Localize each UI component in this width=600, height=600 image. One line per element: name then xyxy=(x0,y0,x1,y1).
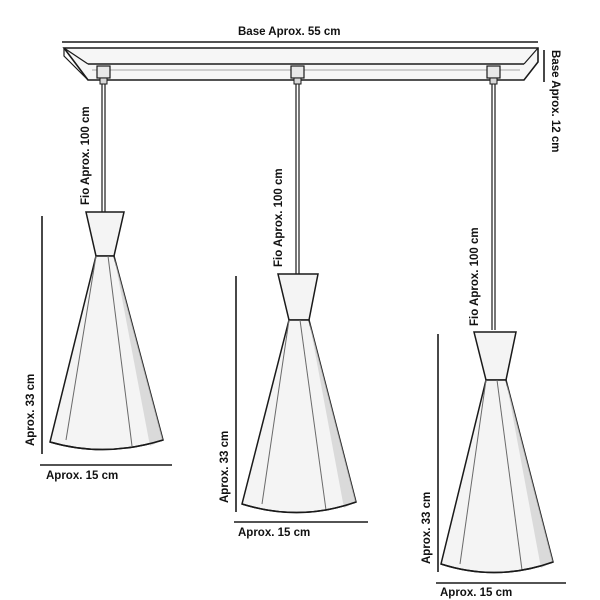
shade-width-label-1: Aprox. 15 cm xyxy=(46,470,119,482)
ceiling-base xyxy=(62,47,539,81)
wire-label-1: Fio Aprox. 100 cm xyxy=(80,106,92,205)
base-height-label: Base Aprox. 12 cm xyxy=(549,50,561,153)
wire-3 xyxy=(491,84,496,330)
shade-height-label-3: Aprox. 33 cm xyxy=(421,491,433,564)
shade-width-label-2: Aprox. 15 cm xyxy=(238,527,311,539)
connector-3 xyxy=(486,65,501,85)
connector-2 xyxy=(290,65,305,85)
wire-2 xyxy=(295,84,300,274)
shade-width-label-3: Aprox. 15 cm xyxy=(440,587,513,599)
shade-height-label-1: Aprox. 33 cm xyxy=(25,373,37,446)
wire-1 xyxy=(101,84,106,212)
connector-1 xyxy=(96,65,111,85)
wire-label-3: Fio Aprox. 100 cm xyxy=(469,227,481,326)
lamp-shade-3 xyxy=(440,331,554,574)
wire-label-2: Fio Aprox. 100 cm xyxy=(273,168,285,267)
lamp-shade-1 xyxy=(49,211,164,451)
lamp-shade-2 xyxy=(241,273,357,514)
shade-height-label-2: Aprox. 33 cm xyxy=(219,430,231,503)
base-width-label: Base Aprox. 55 cm xyxy=(238,26,341,38)
